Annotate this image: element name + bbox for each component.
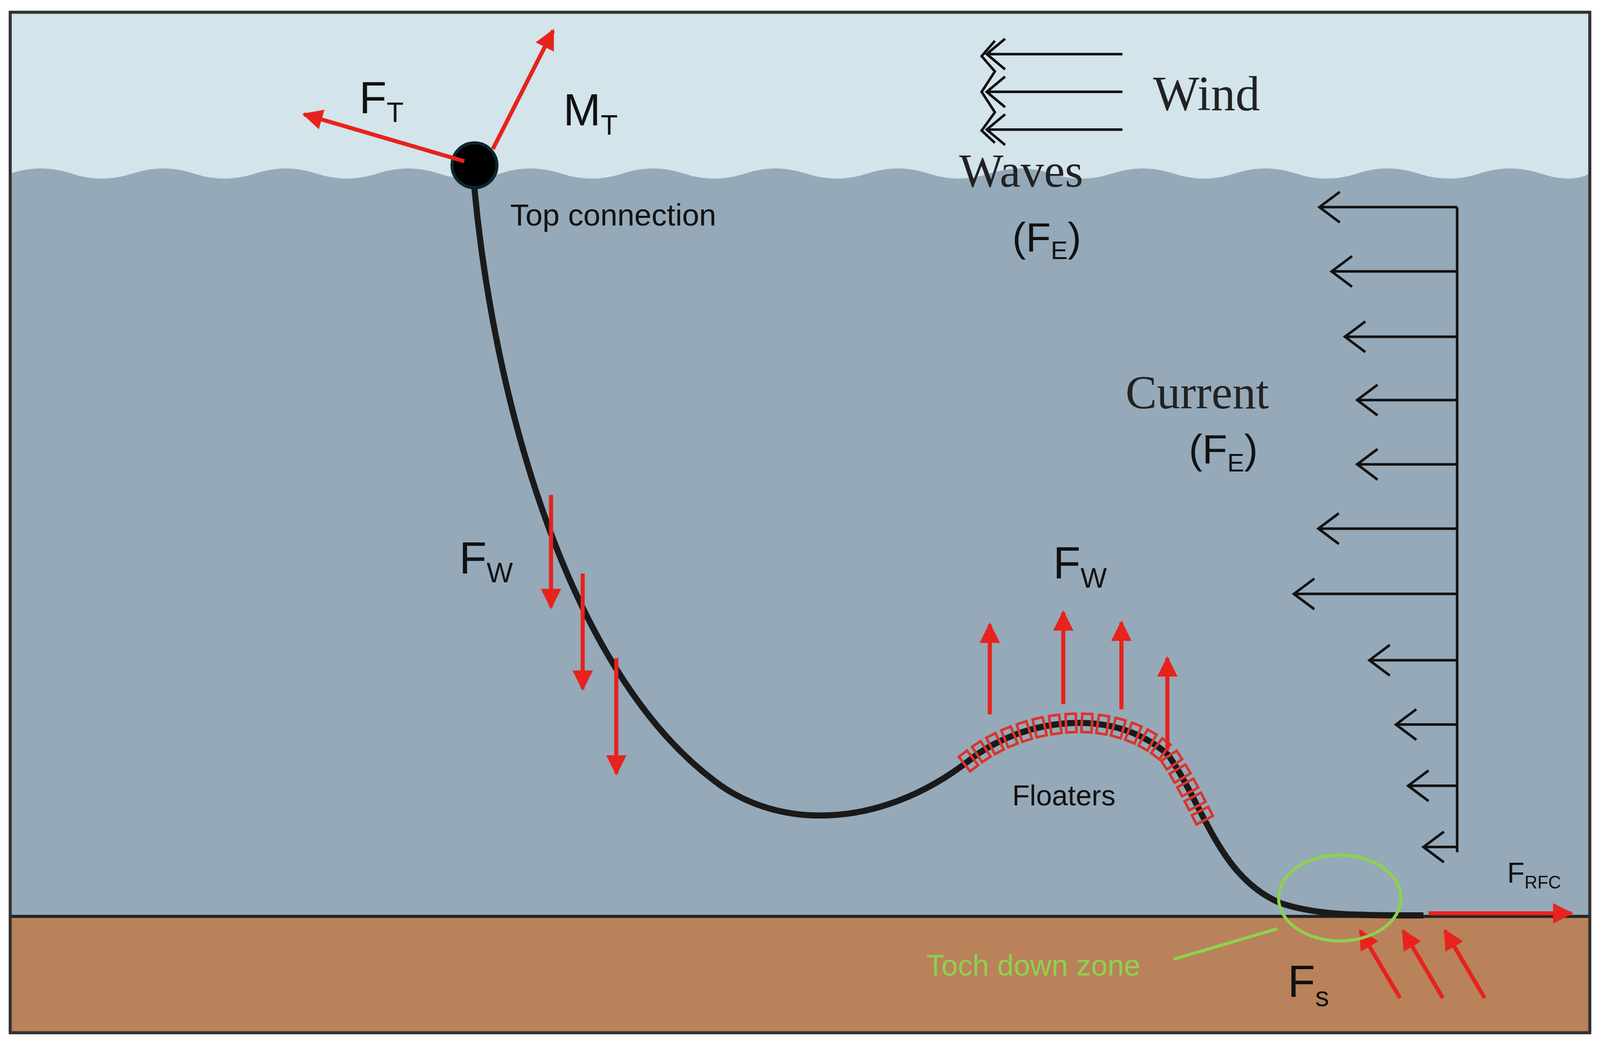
force-label: FT	[359, 75, 404, 127]
floater	[1032, 717, 1047, 738]
current-arrow	[1356, 384, 1458, 416]
current-arrow	[1319, 191, 1458, 223]
current-arrow	[1356, 449, 1458, 480]
force-label: (FE)	[1012, 216, 1082, 264]
load-label: Current	[1125, 369, 1270, 417]
seabed	[10, 916, 1590, 1033]
symbol: (F	[1012, 214, 1051, 260]
force-label: FRFC	[1507, 859, 1562, 892]
current-arrow	[1331, 256, 1458, 287]
floater	[1096, 714, 1110, 735]
wind-arrows	[981, 38, 1123, 145]
load-label: Waves	[959, 147, 1084, 195]
floater	[1125, 722, 1142, 744]
force-label: (FE)	[1188, 428, 1258, 477]
symbol: F	[1287, 956, 1316, 1007]
floater	[1081, 713, 1093, 733]
subscript: E	[1227, 449, 1245, 477]
floater	[986, 732, 1004, 754]
current-arrow	[1408, 770, 1458, 801]
floater	[1169, 764, 1191, 783]
symbol: )	[1067, 214, 1082, 260]
current-profile	[1293, 191, 1458, 863]
floater	[972, 741, 991, 763]
symbol: F	[359, 72, 387, 123]
floater	[1001, 726, 1018, 748]
subscript: s	[1315, 980, 1330, 1012]
load-label: Wind	[1152, 69, 1260, 119]
zone-label: Toch down zone	[926, 951, 1141, 981]
floaters	[958, 713, 1214, 825]
current-arrow	[1318, 513, 1458, 544]
floater	[1016, 721, 1032, 742]
force-arrows	[304, 30, 1572, 998]
touchdown-zone-ring	[1278, 854, 1402, 941]
sea-water	[10, 168, 1590, 919]
part-label: Top connection	[510, 200, 717, 231]
moment-label: MT	[563, 87, 618, 140]
symbol: F	[1507, 857, 1525, 889]
subscript: W	[486, 556, 513, 589]
symbol: M	[563, 84, 601, 135]
symbol: F	[1053, 537, 1081, 588]
touchdown-leader	[1173, 928, 1278, 960]
frame	[10, 12, 1590, 1033]
symbol: F	[459, 532, 487, 583]
floater	[1111, 717, 1126, 739]
floater	[1065, 713, 1077, 733]
top-connection	[452, 142, 497, 188]
current-arrow	[1395, 709, 1458, 740]
current-arrow	[1369, 644, 1458, 676]
force-label: Fs	[1287, 959, 1330, 1011]
current-arrow	[1293, 578, 1458, 609]
subscript: RFC	[1524, 871, 1562, 893]
subscript: T	[600, 108, 618, 141]
floater	[1177, 778, 1199, 797]
subscript: W	[1080, 561, 1107, 594]
subscript: E	[1050, 236, 1068, 265]
part-label: Floaters	[1012, 781, 1116, 811]
symbol: )	[1244, 426, 1258, 472]
subscript: T	[386, 96, 404, 129]
dynamic-cable	[474, 188, 1424, 916]
current-arrow	[1423, 831, 1458, 863]
symbol: (F	[1188, 426, 1228, 472]
sky	[10, 12, 1590, 1033]
floater	[1048, 714, 1062, 734]
floater	[1161, 750, 1183, 770]
force-label: FW	[1053, 540, 1108, 592]
current-arrow	[1344, 321, 1458, 352]
force-label: FW	[459, 535, 514, 587]
floater	[1191, 806, 1213, 825]
floater	[1184, 792, 1206, 811]
